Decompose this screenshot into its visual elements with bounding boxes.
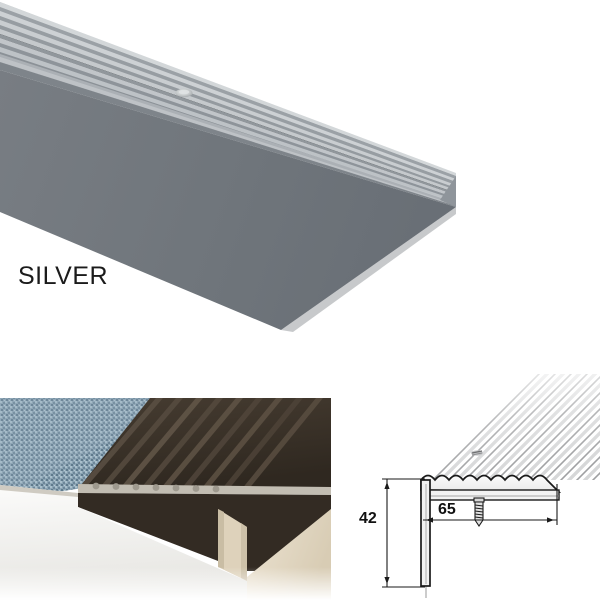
cross-section-diagram — [333, 372, 600, 600]
hero-product-photo: SILVER — [0, 2, 456, 332]
dimension-label-width: 65 — [438, 501, 456, 518]
nosing-front-edge — [0, 62, 456, 207]
right-end-tip — [440, 176, 456, 207]
finish-color-label: SILVER — [18, 262, 109, 290]
technical-drawing: 42 65 — [333, 372, 600, 600]
stair-nosing-render — [0, 2, 456, 332]
dimension-label-height: 42 — [359, 510, 377, 527]
photo-top-margin — [0, 381, 331, 398]
tread-top-face — [0, 2, 456, 206]
step-core-edge — [218, 509, 247, 581]
face-shadow — [281, 207, 456, 332]
profile-body-section — [420, 489, 560, 501]
screw-head-marker — [471, 450, 483, 456]
dimension-height-42 — [382, 478, 425, 588]
installed-nosing-face — [78, 493, 331, 571]
installed-nosing-top — [78, 398, 331, 491]
nosing-scallop-edge — [78, 482, 331, 495]
nosing-front-face — [0, 70, 456, 330]
profile-vertical-leg — [420, 479, 431, 587]
dimension-width-65 — [423, 484, 558, 525]
scalloped-tread-profile — [420, 474, 562, 493]
installation-photo — [0, 381, 331, 600]
installed-nosing-scene — [0, 381, 331, 600]
photo-bottom-fade — [0, 567, 331, 600]
screw-hole-icon — [175, 88, 193, 98]
